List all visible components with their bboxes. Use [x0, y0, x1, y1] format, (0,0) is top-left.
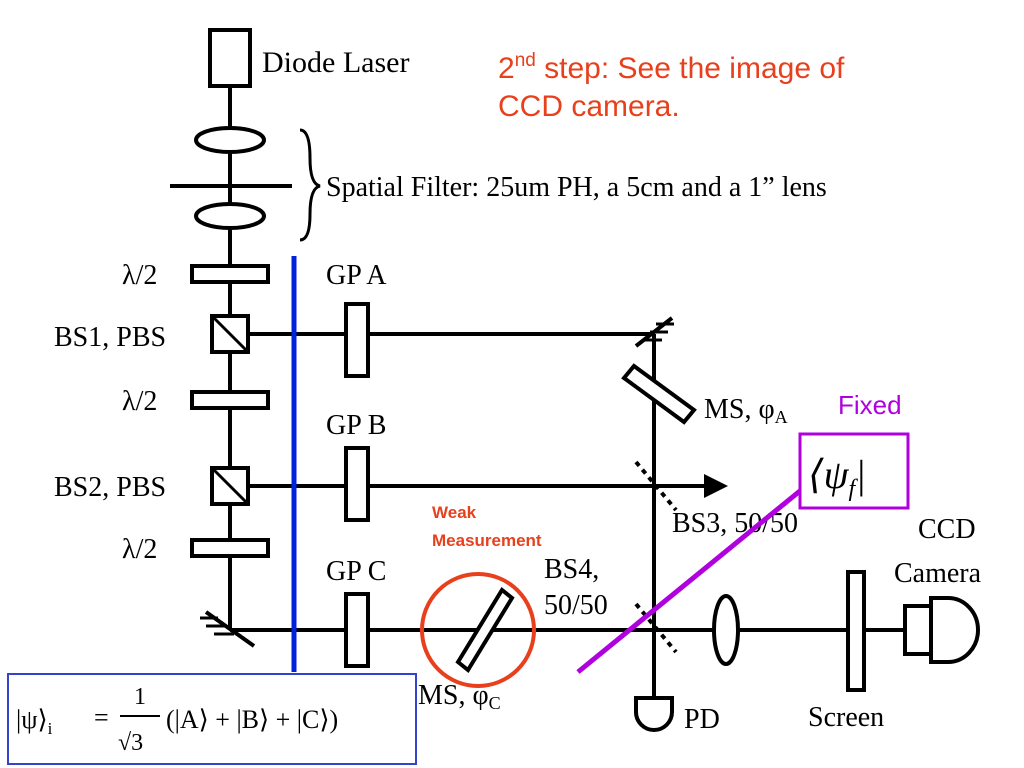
initial-state-lhs: |ψ⟩i — [16, 705, 53, 738]
mirror-ms-phi-a — [621, 363, 697, 425]
beam-splitter-2 — [210, 466, 250, 506]
screen-label: Screen — [808, 702, 884, 733]
final-state-label: ⟨ψf| — [808, 452, 866, 502]
half-wave-plate-1-label: λ/2 — [122, 260, 157, 291]
bs2-label: BS2, PBS — [54, 472, 166, 503]
photodiode — [634, 696, 674, 732]
mirror-top-right — [634, 316, 674, 348]
ccd-camera — [903, 596, 980, 664]
diode-laser-label: Diode Laser — [262, 46, 409, 79]
half-wave-plate-2-label: λ/2 — [122, 386, 157, 417]
spatial-filter-lens-1 — [194, 126, 266, 154]
beam-splitter-3 — [634, 460, 678, 512]
spatial-filter-brace — [299, 128, 321, 242]
step-note-line1: 2nd step: See the image of — [498, 50, 845, 85]
gp-b-label: GP B — [326, 410, 386, 441]
weak-measurement-circle — [420, 572, 536, 688]
weak-measurement-label-line1: Weak — [432, 503, 477, 522]
pd-label: PD — [684, 704, 720, 735]
half-wave-plate-3 — [190, 538, 270, 558]
bs1-label: BS1, PBS — [54, 322, 166, 353]
mirror-bottom-left — [200, 610, 256, 648]
gp-c-label: GP C — [326, 556, 386, 587]
half-wave-plate-1 — [190, 264, 270, 284]
initial-state-denominator: √3 — [118, 730, 143, 756]
path-b-arrowhead — [704, 474, 728, 498]
weak-measurement-label-line2: Measurement — [432, 531, 542, 550]
postselection-line — [576, 484, 808, 674]
initial-state-numerator: 1 — [134, 684, 146, 710]
glass-plate-b — [344, 446, 370, 522]
glass-plate-a — [344, 302, 370, 378]
ms-c-label: MS, φC — [418, 680, 501, 713]
final-state-box — [798, 432, 910, 510]
bs4-label-line1: BS4, — [544, 554, 599, 585]
spatial-filter-lens-2 — [194, 202, 266, 230]
initial-state-rhs: (|A⟩ + |B⟩ + |C⟩) — [166, 705, 338, 734]
bs3-label: BS3, 50/50 — [672, 508, 798, 539]
initial-state-equals: = — [94, 703, 109, 732]
ccd-label-line1: CCD — [918, 514, 976, 545]
ccd-label-line2: Camera — [894, 558, 982, 589]
beam-splitter-1 — [210, 314, 250, 354]
gp-a-label: GP A — [326, 260, 387, 291]
half-wave-plate-2 — [190, 390, 270, 410]
half-wave-plate-3-label: λ/2 — [122, 534, 157, 565]
screen — [846, 570, 866, 692]
fixed-label: Fixed — [838, 390, 902, 420]
initial-state-box — [7, 673, 417, 765]
step-note-line2: CCD camera. — [498, 90, 680, 123]
output-lens — [712, 594, 740, 666]
bs4-label-line2: 50/50 — [544, 590, 608, 621]
ms-a-label: MS, φA — [704, 394, 788, 427]
spatial-filter-label: Spatial Filter: 25um PH, a 5cm and a 1” … — [326, 172, 827, 203]
beam-splitter-4 — [634, 602, 678, 654]
diode-laser-box — [208, 28, 252, 88]
mirror-ms-phi-c — [455, 587, 515, 673]
glass-plate-c — [344, 592, 370, 668]
spatial-filter — [170, 126, 321, 242]
